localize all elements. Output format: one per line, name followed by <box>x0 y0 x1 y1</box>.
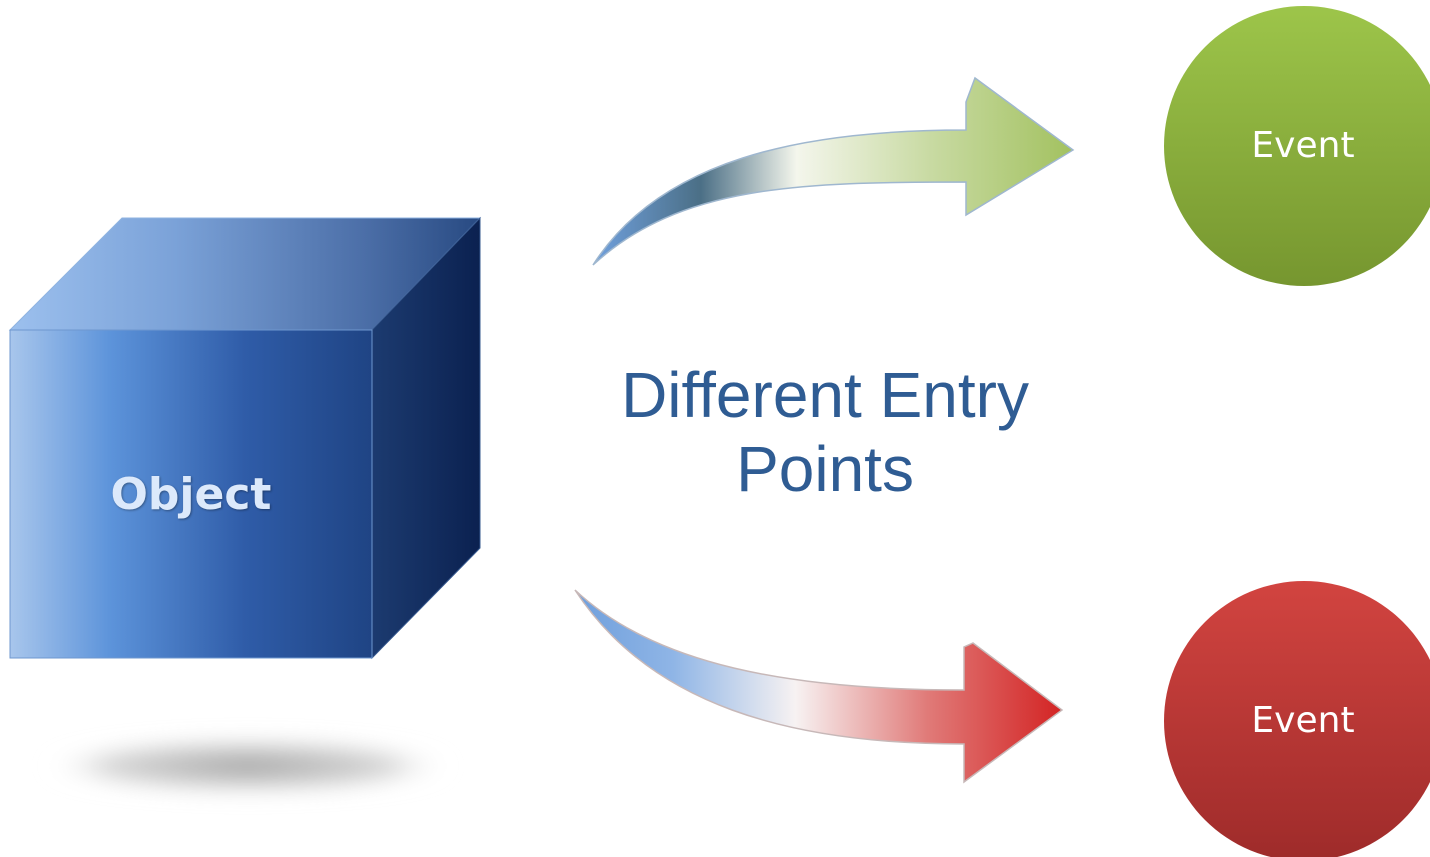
event-circle-bottom <box>1164 581 1430 857</box>
object-label: Object <box>110 469 272 520</box>
event-bottom-label: Event <box>1251 700 1355 741</box>
event-circle-top <box>1164 6 1430 286</box>
object-cube <box>8 216 482 660</box>
cube-front-face <box>9 329 373 659</box>
event-top-label: Event <box>1251 125 1355 166</box>
center-title: Different Entry Points <box>540 358 1110 506</box>
arrow-to-bottom-event <box>574 589 1064 784</box>
center-title-line-2: Points <box>736 433 914 505</box>
center-title-line-1: Different Entry <box>621 359 1029 431</box>
arrow-to-top-event <box>592 76 1075 266</box>
cube-shadow <box>43 738 453 794</box>
